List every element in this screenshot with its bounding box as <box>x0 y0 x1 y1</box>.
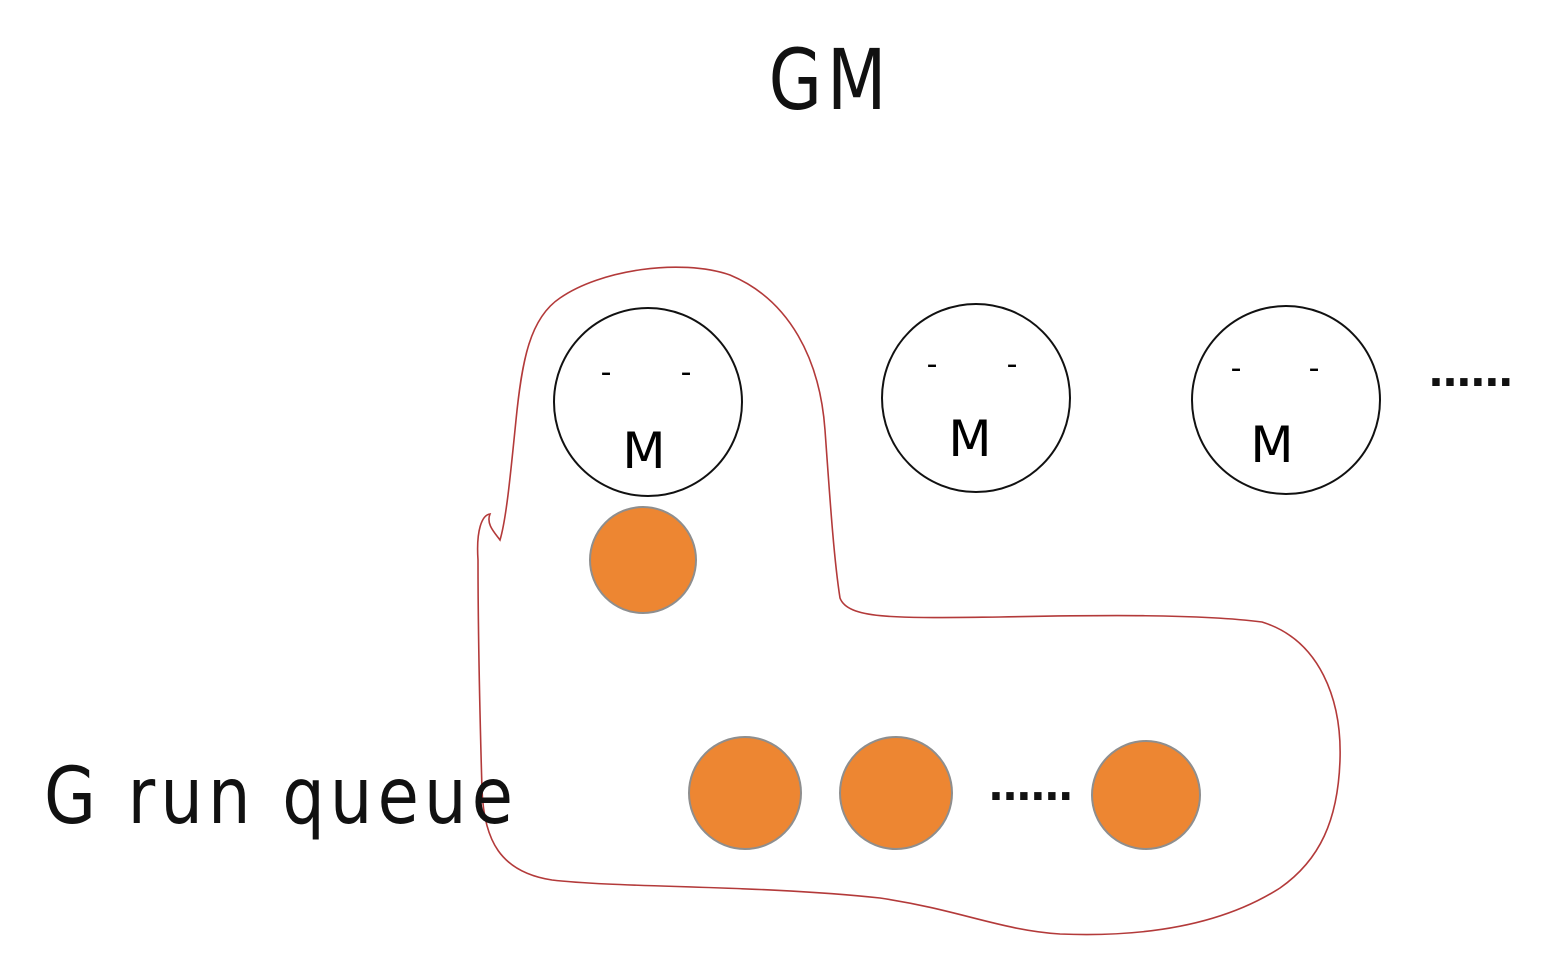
machine-2-eye-left: - <box>927 347 938 382</box>
run-queue-label: G run queue <box>44 752 519 842</box>
machine-1-eye-right: - <box>681 355 692 390</box>
machine-3-circle <box>1191 305 1381 495</box>
machine-1-circle <box>553 307 743 497</box>
machine-3-label: M <box>1250 416 1293 474</box>
more-machines-ellipsis: ...... <box>1428 347 1514 396</box>
queued-goroutine-2 <box>839 736 953 850</box>
machine-1-label: M <box>622 422 665 480</box>
machine-3-eye-left: - <box>1231 351 1242 386</box>
more-goroutines-ellipsis: ...... <box>988 761 1074 810</box>
machine-3: - - M <box>1191 305 1381 495</box>
machine-1-eye-left: - <box>601 355 612 390</box>
machine-2: - - M <box>881 303 1071 493</box>
machine-2-eye-right: - <box>1007 347 1018 382</box>
machine-2-circle <box>881 303 1071 493</box>
machine-1: - - M <box>553 307 743 497</box>
processor-outline <box>476 266 1341 936</box>
running-goroutine <box>589 506 697 614</box>
machine-2-label: M <box>948 410 991 468</box>
queued-goroutine-1 <box>688 736 802 850</box>
diagram-title: GM <box>768 31 892 129</box>
machine-3-eye-right: - <box>1309 351 1320 386</box>
queued-goroutine-3 <box>1091 740 1201 850</box>
